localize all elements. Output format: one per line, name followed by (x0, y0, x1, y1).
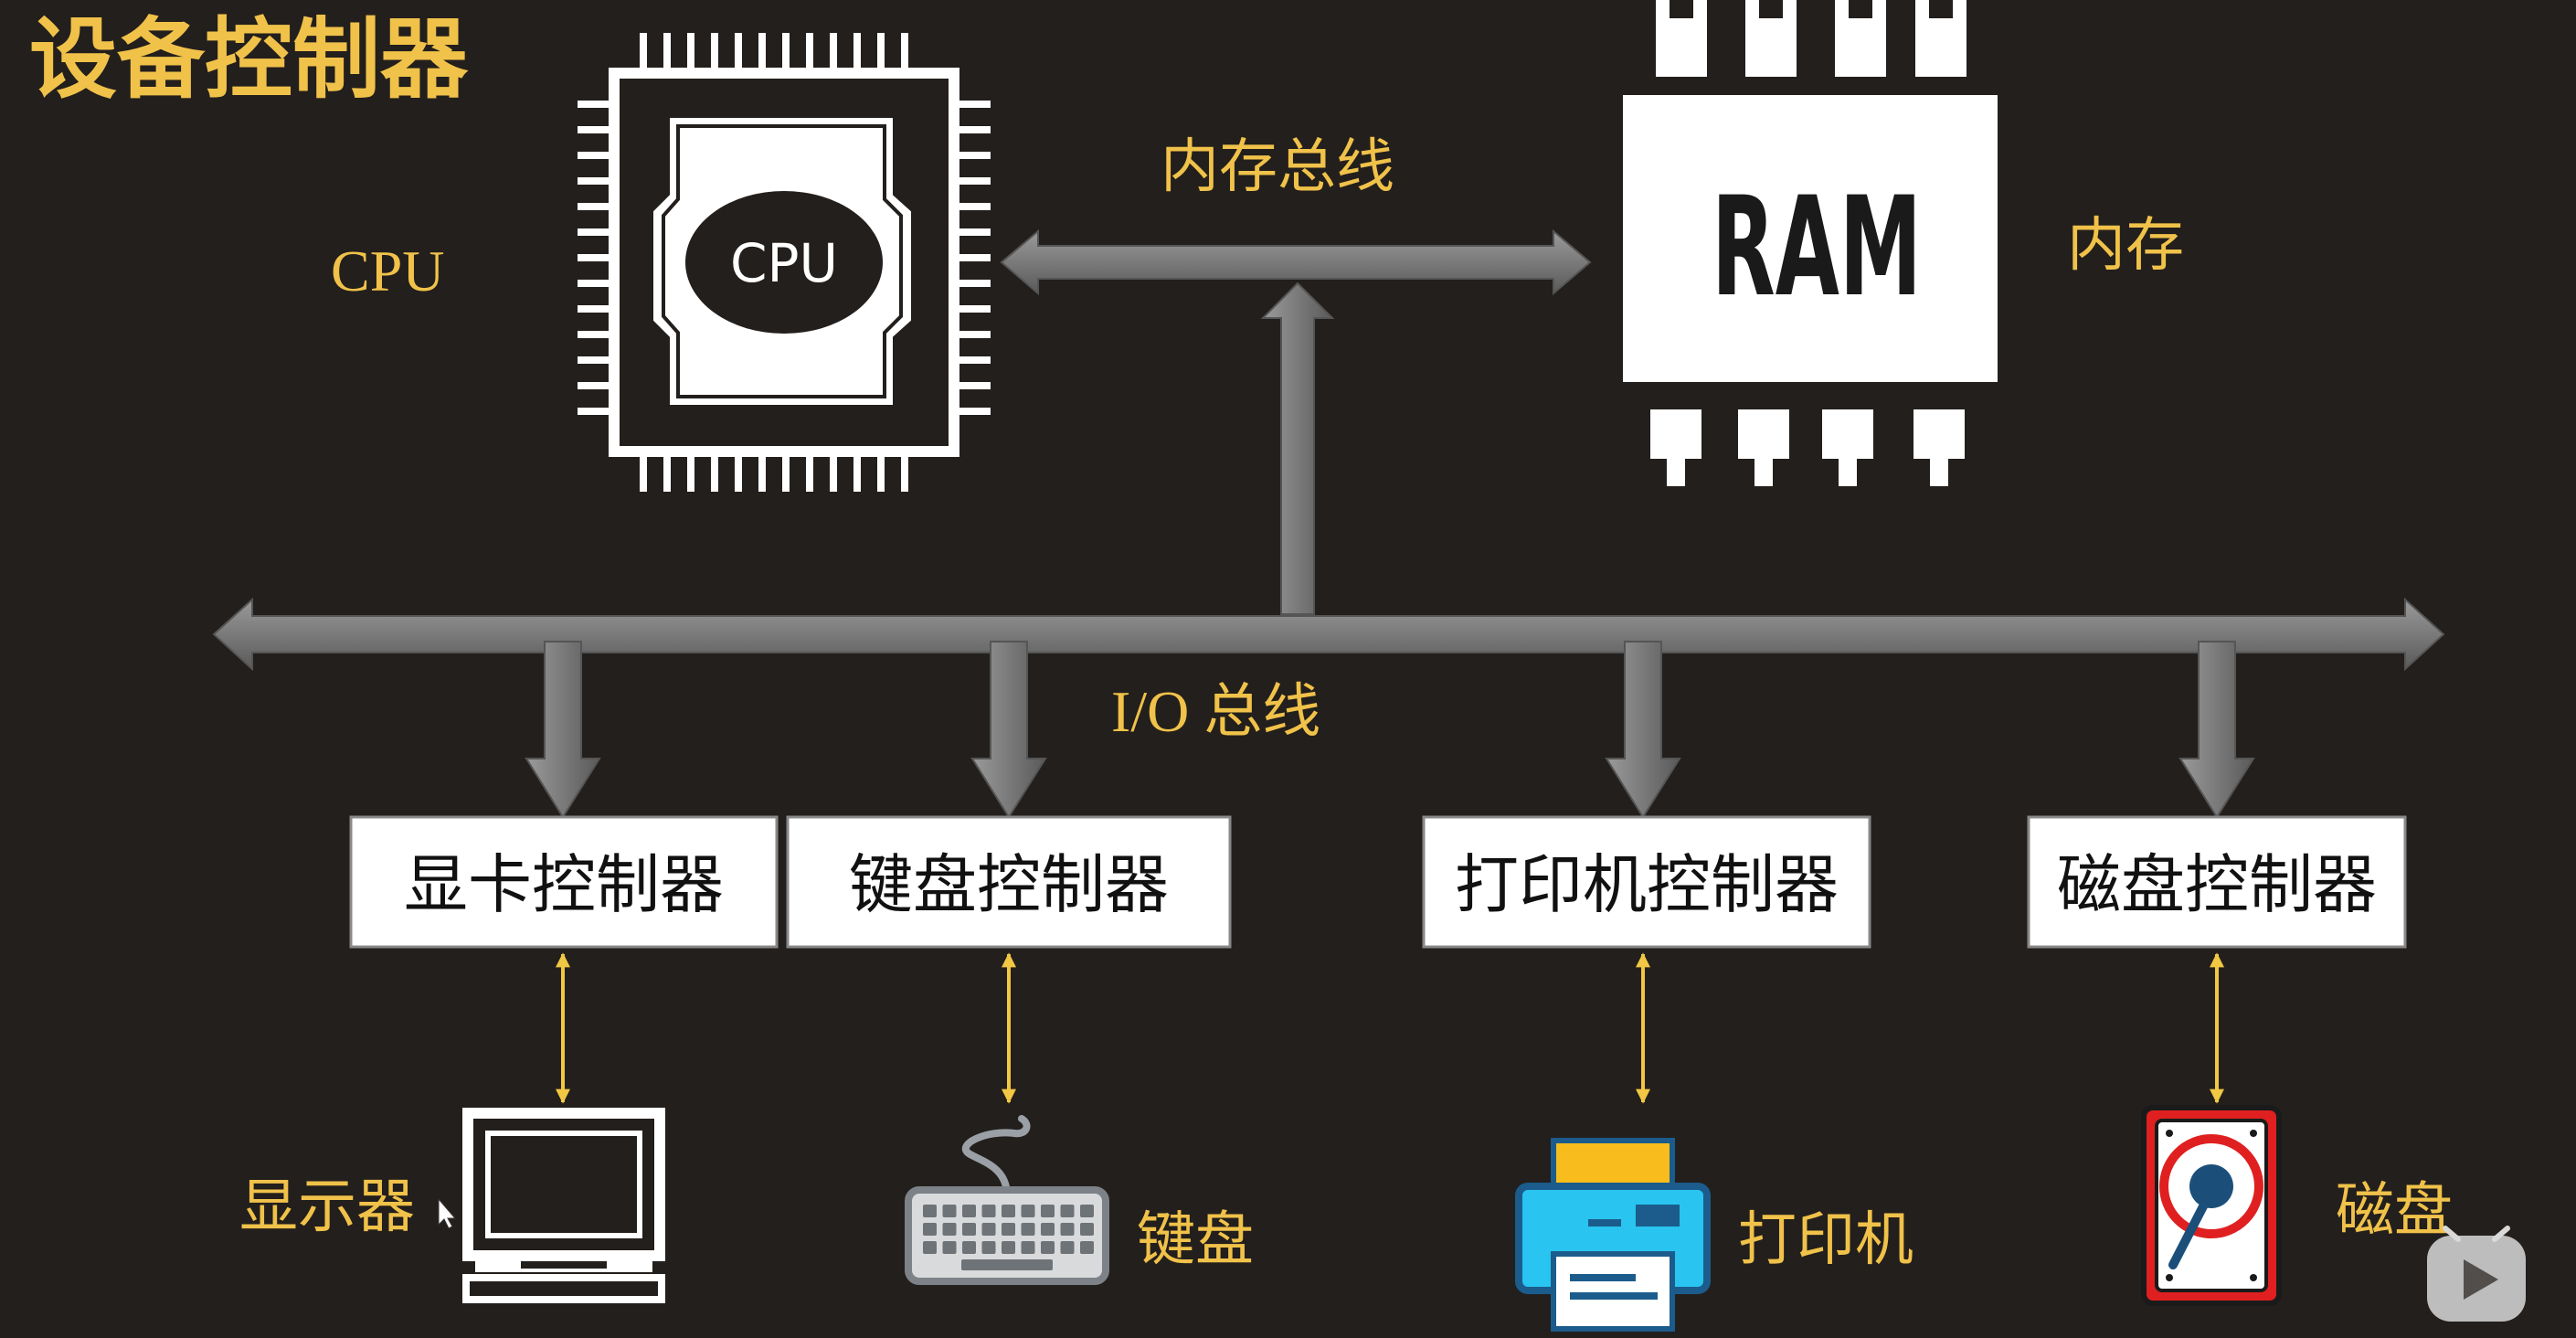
controller-label: 打印机控制器 (1455, 851, 1839, 921)
controllers: 显卡控制器 键盘控制器 打印机控制器 磁盘控制器 (349, 815, 2407, 949)
controller-bus-arrow (970, 641, 1047, 819)
keyboard-label: 键盘 (1137, 1207, 1254, 1272)
play-badge-icon (2427, 1226, 2526, 1322)
controller-label: 磁盘控制器 (2057, 851, 2377, 921)
controller-bus-arrow (2178, 641, 2255, 819)
memory-bus-label: 内存总线 (1161, 134, 1394, 199)
ram-chip-icon: RAM (1623, 0, 1998, 486)
slide-title: 设备控制器 (29, 7, 469, 111)
disk-label: 磁盘 (2336, 1178, 2453, 1243)
controller-box: 显卡控制器 (349, 815, 779, 949)
controller-box: 磁盘控制器 (2027, 815, 2407, 949)
printer-icon (1515, 1138, 1711, 1332)
monitor-label: 显示器 (239, 1174, 415, 1239)
controller-device-links (556, 952, 2224, 1104)
controller-box: 打印机控制器 (1422, 815, 1871, 949)
cpu-chip-icon: CPU (578, 33, 991, 492)
controller-box-bg (349, 815, 779, 949)
ram-chip-label: RAM (1712, 168, 1922, 327)
io-bus (212, 597, 2445, 672)
io-bus-label: I/O 总线 (1111, 679, 1320, 744)
controller-box-bg (1422, 815, 1871, 949)
printer-label: 打印机 (1738, 1207, 1913, 1272)
controller-arrows (525, 641, 2255, 819)
cpu-label: CPU (331, 239, 445, 303)
controller-bus-arrow (525, 641, 601, 819)
cpu-chip-label: CPU (730, 232, 838, 294)
controller-label: 键盘控制器 (849, 851, 1169, 921)
controller-box-bg (786, 815, 1232, 949)
memory-bus (1000, 228, 1592, 615)
hard-disk-icon (2141, 1105, 2282, 1306)
controller-box-bg (2027, 815, 2407, 949)
ram-label: 内存 (2067, 213, 2184, 278)
monitor-icon (438, 1108, 665, 1303)
controller-box: 键盘控制器 (786, 815, 1232, 949)
controller-label: 显卡控制器 (404, 851, 724, 921)
keyboard-icon (905, 1115, 1109, 1285)
controller-bus-arrow (1605, 641, 1681, 819)
